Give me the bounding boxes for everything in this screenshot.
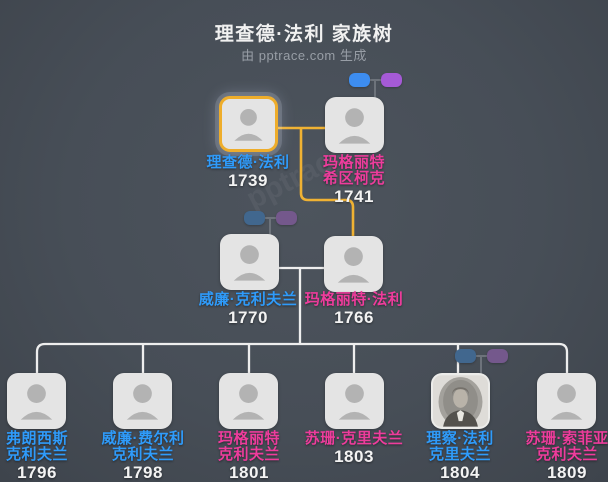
page-subtitle: 由 pptrace.com 生成 <box>241 48 367 63</box>
collapsed-father-node-hitchcock[interactable] <box>349 73 370 87</box>
birth-year: 1766 <box>334 308 374 327</box>
person-silhouette-icon <box>338 384 371 420</box>
descent-line-gen1-to-margaret-farley <box>299 128 355 238</box>
birth-year: 1801 <box>229 463 269 482</box>
person-silhouette-icon <box>20 384 53 420</box>
person-name: 威廉·费尔利 <box>101 430 185 447</box>
birth-year: 1809 <box>547 463 587 482</box>
children-bus-line <box>35 342 569 375</box>
person-name: 玛格丽特·法利 <box>304 291 404 308</box>
portrait-photo <box>433 375 488 427</box>
person-silhouette-icon <box>234 108 263 141</box>
person-name-line2: 克利夫兰 <box>5 446 68 463</box>
birth-year: 1770 <box>228 308 268 327</box>
page-title: 理查德·法利 家族树 <box>214 24 394 45</box>
collapsed-mother-node-hitchcock[interactable] <box>381 73 402 87</box>
birth-year: 1741 <box>334 187 374 206</box>
person-silhouette-icon <box>337 247 370 283</box>
chip-connector-william-cleveland <box>263 217 278 236</box>
person-card-richard-farley[interactable] <box>219 96 278 152</box>
person-silhouette-icon <box>232 384 265 420</box>
person-name: 玛格丽特 <box>322 154 385 171</box>
person-name: 玛格丽特 <box>217 430 280 447</box>
birth-year: 1796 <box>17 463 57 482</box>
collapsed-father-node-richard-falley[interactable] <box>455 349 476 363</box>
person-name-line2: 克里夫兰 <box>428 446 491 463</box>
person-silhouette-icon <box>126 384 159 420</box>
person-name-line2: 希区柯克 <box>322 170 385 187</box>
person-name: 理察·法利 <box>426 430 494 447</box>
person-card-margaret-cleveland[interactable] <box>219 373 278 429</box>
person-name-line2: 克利夫兰 <box>535 446 598 463</box>
person-name: 威廉·克利夫兰 <box>198 291 298 308</box>
person-name-line2: 克利夫兰 <box>217 446 280 463</box>
chip-connector-margaret-hitchcock <box>368 79 383 99</box>
birth-year: 1739 <box>228 171 268 190</box>
person-name-line2: 克利夫兰 <box>111 446 174 463</box>
person-card-susan-sophia-cleveland[interactable] <box>537 373 596 429</box>
person-silhouette-icon <box>233 245 266 281</box>
person-name: 苏珊·克里夫兰 <box>304 430 404 447</box>
person-name: 弗朗西斯 <box>5 430 68 447</box>
person-name: 理查德·法利 <box>206 154 290 171</box>
person-card-margaret-hitchcock[interactable] <box>325 97 384 153</box>
birth-year: 1804 <box>440 463 480 482</box>
person-name: 苏珊·索菲亚 <box>525 430 608 447</box>
person-card-richard-falley-cleveland[interactable] <box>431 373 490 429</box>
person-card-francis-cleveland[interactable] <box>7 373 66 429</box>
collapsed-mother-node-cleveland[interactable] <box>276 211 297 225</box>
person-card-margaret-farley[interactable] <box>324 236 383 292</box>
birth-year: 1803 <box>334 447 374 466</box>
collapsed-mother-node-richard-falley[interactable] <box>487 349 508 363</box>
collapsed-father-node-cleveland[interactable] <box>244 211 265 225</box>
person-card-susan-cleveland[interactable] <box>325 373 384 429</box>
chip-connector-richard-falley-cleveland <box>474 355 489 374</box>
person-silhouette-icon <box>338 108 371 144</box>
person-card-william-fairlee-cleveland[interactable] <box>113 373 172 429</box>
person-silhouette-icon <box>550 384 583 420</box>
birth-year: 1798 <box>123 463 163 482</box>
person-card-william-cleveland[interactable] <box>220 234 279 290</box>
